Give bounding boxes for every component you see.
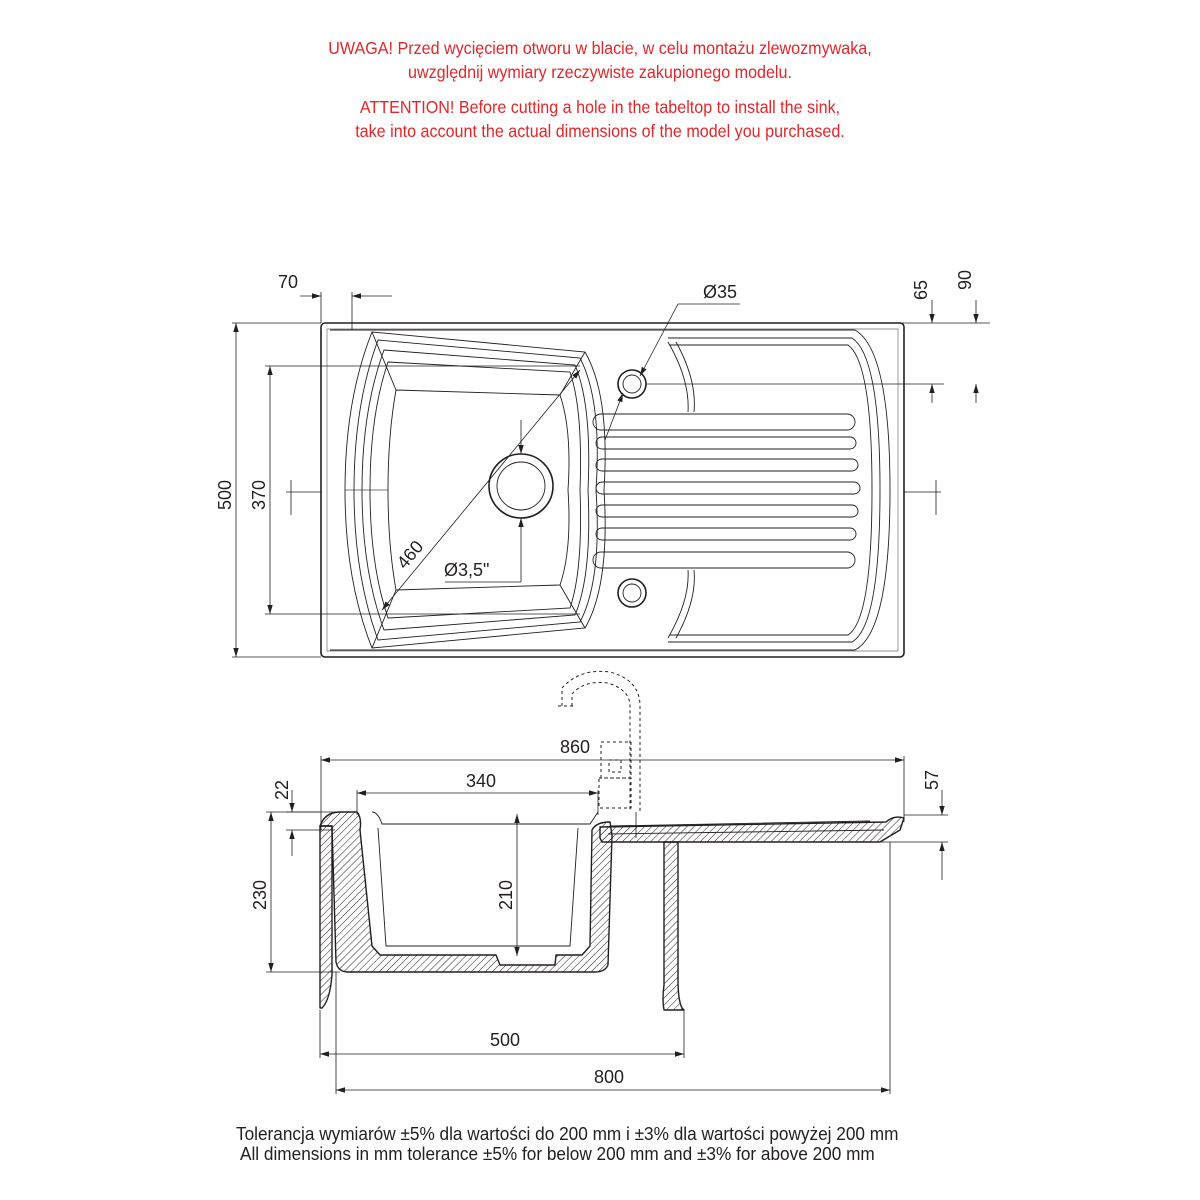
dim-70-lines bbox=[300, 292, 392, 330]
top-view: 70 Ø35 65 90 500 bbox=[215, 270, 990, 658]
tolerance-note-polish: Tolerancja wymiarów ±5% dla wartości do … bbox=[236, 1123, 943, 1144]
dim-230-lines bbox=[266, 811, 340, 973]
drain-outer bbox=[488, 453, 554, 519]
warning-en-line-1: ATTENTION! Before cutting a hole in the … bbox=[359, 97, 841, 117]
dim-460-line bbox=[381, 369, 581, 611]
dim-800-label: 800 bbox=[594, 1067, 624, 1087]
dim-460-label: 460 bbox=[393, 537, 428, 573]
dim-d35-leader bbox=[604, 303, 740, 441]
dim-340-lines bbox=[356, 790, 599, 815]
tap-hole-top bbox=[617, 369, 647, 399]
dim-370-label: 370 bbox=[249, 480, 269, 510]
bowl-rim-3 bbox=[361, 349, 590, 631]
drainer-inner-2 bbox=[670, 344, 873, 636]
left-wall-section bbox=[319, 825, 333, 1009]
warning-notice-polish: UWAGA! Przed wycięciem otworu w blacie, … bbox=[48, 36, 1152, 84]
sink-outline bbox=[320, 322, 905, 658]
dim-210-label: 210 bbox=[496, 880, 516, 910]
bowl-rim-2 bbox=[353, 339, 598, 641]
drainer-grooves bbox=[592, 413, 861, 569]
sink-inner-rim bbox=[326, 328, 899, 652]
drain-inner bbox=[496, 461, 546, 511]
dim-65-90-lines bbox=[646, 300, 990, 403]
warning-pl-line-2: uwzględnij wymiary rzeczywiste zakupione… bbox=[408, 62, 792, 82]
dim-340-label: 340 bbox=[466, 771, 496, 791]
tolerance-en-text: All dimensions in mm tolerance ±5% for b… bbox=[240, 1143, 875, 1164]
drainer-ribs bbox=[607, 820, 885, 835]
side-view: 860 340 22 57 bbox=[250, 737, 948, 1094]
bowl-inner-line bbox=[377, 827, 579, 947]
dim-800-lines bbox=[335, 842, 891, 1094]
dim-500-height-label: 500 bbox=[215, 480, 235, 510]
dim-drain-label: Ø3,5" bbox=[444, 560, 489, 580]
bowl-section bbox=[319, 811, 613, 973]
drainer-inner bbox=[668, 337, 881, 643]
dim-230-label: 230 bbox=[250, 880, 270, 910]
tolerance-note-english: All dimensions in mm tolerance ±5% for b… bbox=[240, 1143, 947, 1164]
warning-notice-english: ATTENTION! Before cutting a hole in the … bbox=[48, 95, 1152, 143]
dim-500-width-lines bbox=[319, 1010, 685, 1058]
dim-860-label: 860 bbox=[560, 737, 590, 757]
dim-500-width-label: 500 bbox=[490, 1030, 520, 1050]
drainer-board-section bbox=[599, 816, 905, 843]
dim-65-label: 65 bbox=[911, 280, 931, 300]
dim-drain-lines bbox=[445, 420, 524, 583]
tap-hole-bottom bbox=[617, 578, 647, 608]
dim-57-lines bbox=[880, 790, 948, 880]
drainer-rim bbox=[330, 329, 891, 651]
dim-22-label: 22 bbox=[272, 780, 292, 800]
dim-370-lines bbox=[265, 365, 580, 615]
right-wall-section bbox=[662, 841, 685, 1011]
dim-d35-label: Ø35 bbox=[703, 282, 737, 302]
dim-57-label: 57 bbox=[922, 770, 942, 790]
bowl-overflow-slot bbox=[667, 341, 689, 413]
dim-860-lines bbox=[320, 756, 905, 830]
bowl-rim-4 bbox=[369, 361, 582, 619]
warning-pl-line-1: UWAGA! Przed wycięciem otworu w blacie, … bbox=[328, 38, 872, 58]
warning-en-line-2: take into account the actual dimensions … bbox=[355, 121, 845, 141]
dim-90-label: 90 bbox=[955, 270, 975, 290]
tolerance-pl-text: Tolerancja wymiarów ±5% dla wartości do … bbox=[236, 1123, 899, 1144]
dim-500-height-lines bbox=[232, 322, 321, 658]
dim-70-label: 70 bbox=[278, 272, 298, 292]
